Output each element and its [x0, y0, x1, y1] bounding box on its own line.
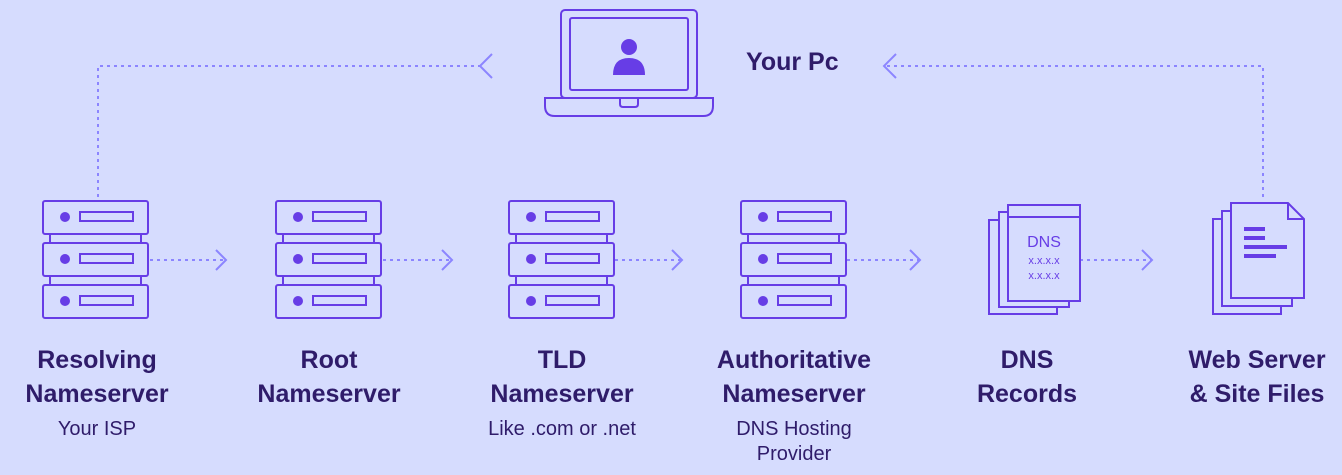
node-title: Root Nameserver [257, 346, 401, 408]
server-icon-resolving [42, 200, 149, 319]
site-files-icon [1212, 202, 1305, 315]
dashed-connector-right [884, 65, 1264, 197]
dns-doc-heading: DNS [1027, 234, 1061, 251]
node-subtitle: Like .com or .net [488, 418, 636, 440]
arrow-to-tld [441, 249, 454, 271]
laptop-icon [544, 9, 714, 117]
dashed-connector-left [97, 65, 480, 197]
user-icon-head [621, 39, 637, 55]
arrow-to-root [215, 249, 228, 271]
dns-doc-line-2: x.x.x.x [1028, 270, 1060, 282]
arrow-right-to-pc [882, 53, 897, 79]
arrow-to-web-server [1141, 249, 1154, 271]
arrow-to-authoritative [671, 249, 684, 271]
document-lines-icon [1244, 227, 1287, 258]
user-icon-body [613, 58, 645, 75]
server-icon-authoritative [740, 200, 847, 319]
arrow-left-to-pc [478, 53, 493, 79]
node-title: Authoritative Nameserver [716, 346, 872, 408]
node-subtitle: DNS Hosting Provider [736, 418, 852, 465]
node-authoritative-nameserver: Authoritative Nameserver DNS Hosting Pro… [689, 343, 899, 467]
node-tld-nameserver: TLD Nameserver Like .com or .net [457, 343, 667, 442]
node-resolving-nameserver: Resolving Nameserver Your ISP [0, 343, 202, 442]
node-root-nameserver: Root Nameserver [224, 343, 434, 417]
node-dns-records: DNS Records [922, 343, 1132, 417]
node-web-server-site-files: Web Server & Site Files [1152, 343, 1342, 417]
pc-label: Your Pc [746, 48, 839, 76]
server-icon-root [275, 200, 382, 319]
node-title: DNS Records [976, 346, 1078, 408]
dns-doc-line-1: x.x.x.x [1028, 255, 1060, 267]
node-title: Resolving Nameserver [25, 346, 169, 408]
node-title: TLD Nameserver [490, 346, 634, 408]
arrow-to-dns-records [909, 249, 922, 271]
node-subtitle: Your ISP [57, 418, 137, 440]
server-icon-tld [508, 200, 615, 319]
dns-records-icon [988, 204, 1081, 315]
connectors [97, 53, 1264, 271]
node-title: Web Server & Site Files [1188, 346, 1326, 408]
